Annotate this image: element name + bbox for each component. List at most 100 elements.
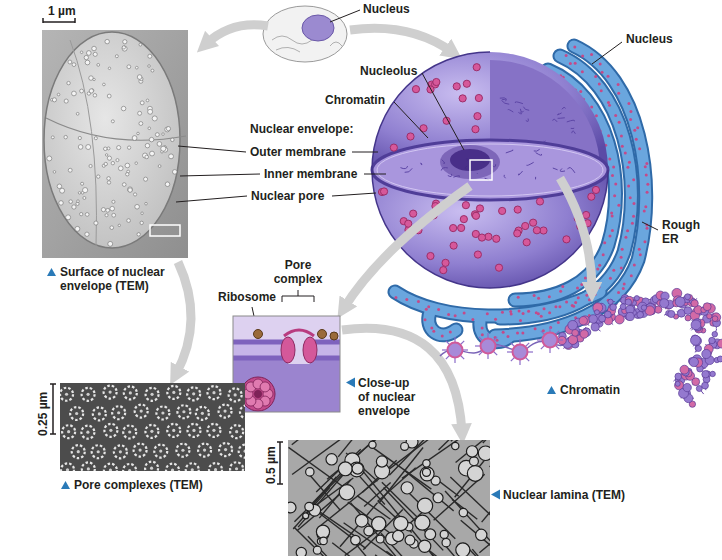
lamina-pore <box>320 537 328 545</box>
lamina-pore <box>401 482 413 494</box>
chromatin-strands <box>400 98 575 180</box>
lamina-filament <box>482 487 490 523</box>
lamina-pore <box>355 514 368 527</box>
lamina-pore <box>433 493 443 503</box>
lamina-pore <box>352 463 363 474</box>
scale-bar <box>50 384 56 434</box>
surface-pore <box>107 147 110 150</box>
surface-pore <box>140 101 144 105</box>
surface-pore <box>118 166 123 171</box>
caption-marker <box>547 386 556 394</box>
tem-background <box>288 440 490 556</box>
lamina-pore <box>459 508 467 516</box>
scale-bar-tick <box>50 383 56 385</box>
heading-label: Nuclear envelope: <box>250 122 353 136</box>
lamina-pore <box>326 454 337 465</box>
surface-pore <box>117 146 121 150</box>
lamina-pore <box>349 462 364 477</box>
lamina-pore <box>303 513 309 519</box>
surface-pore <box>103 83 106 86</box>
lamina-pore <box>313 546 321 554</box>
surface-pore <box>105 39 109 43</box>
er-ribosome <box>631 222 634 225</box>
nucleosome <box>695 345 701 351</box>
scale-bar-tick <box>42 18 44 23</box>
er-ribosome <box>643 209 646 212</box>
pore-center <box>223 409 226 412</box>
pore-ring <box>239 445 245 458</box>
pore-ring <box>187 387 200 400</box>
cell-outline <box>263 6 347 62</box>
er-cisterna <box>429 312 456 335</box>
nuclear-pore <box>407 133 414 140</box>
lamina-filament <box>375 555 422 556</box>
surface-pore <box>107 181 110 184</box>
er-ribosome <box>623 283 626 286</box>
er-ribosome <box>617 204 620 207</box>
nuclear-pore <box>380 188 387 195</box>
nucleosome <box>689 357 698 366</box>
nuclear-pore <box>514 206 521 213</box>
er-ribosome <box>394 296 397 299</box>
pore-ring <box>166 464 179 471</box>
nuclear-pore <box>390 144 397 151</box>
er-ribosome <box>594 293 597 296</box>
er-ribosome <box>597 286 600 289</box>
nucleosome <box>615 315 624 324</box>
er-ribosome <box>576 287 579 290</box>
pore-center <box>75 412 78 415</box>
er-ribosome <box>522 312 525 315</box>
er-ribosome <box>638 147 641 150</box>
er-ribosome <box>609 277 612 280</box>
leader-line <box>180 174 260 176</box>
er-ribosome <box>502 331 505 334</box>
er-ribosome <box>613 194 616 197</box>
surface-pore <box>127 146 130 149</box>
lamina-filament <box>386 551 453 556</box>
pore-ring <box>104 386 117 399</box>
nuclear-pore <box>427 252 434 259</box>
er-ribosome <box>607 75 610 78</box>
histone-core <box>543 333 558 348</box>
er-ribosome <box>548 311 551 314</box>
structure-label: Chromatin <box>325 93 385 107</box>
pore-ring <box>207 424 220 437</box>
er-ribosome <box>617 92 620 95</box>
nuclear-pore <box>410 210 417 217</box>
surface-pore <box>148 127 151 130</box>
er-ribosome <box>611 214 614 217</box>
pore-ring <box>154 445 167 458</box>
chromatin-strand <box>553 168 558 170</box>
surface-pore <box>84 55 88 59</box>
pore-center <box>235 467 238 470</box>
er-ribosome <box>633 263 636 266</box>
leader-line <box>352 152 378 153</box>
er-ribosome <box>447 313 450 316</box>
surface-pore <box>103 147 107 151</box>
nuclear-pore <box>450 242 457 249</box>
nucleosome <box>637 311 644 318</box>
surface-pore <box>83 196 86 199</box>
pore-ring <box>72 445 85 458</box>
scale-bar-line <box>52 384 54 434</box>
er-ribosome <box>629 196 632 199</box>
surface-pore <box>80 212 83 215</box>
leader-line <box>364 174 386 175</box>
nucleosome <box>568 335 577 344</box>
pore-center <box>172 391 175 394</box>
er-ribosome <box>607 101 610 104</box>
nucleosome <box>568 320 578 330</box>
leader-line <box>422 73 464 150</box>
lamina-filament <box>483 440 490 443</box>
er-ribosome <box>427 305 430 308</box>
lamina-pore <box>339 485 354 500</box>
nuclear-pore <box>523 239 530 246</box>
surface-pore <box>152 116 157 121</box>
tem-surface-image <box>42 30 188 258</box>
pore-center <box>109 469 112 471</box>
scale-label: 0.5 µm <box>264 446 278 484</box>
lamina-filament <box>351 457 408 527</box>
er-ribosome <box>486 312 489 315</box>
nucleosome <box>625 296 633 304</box>
surface-pore <box>157 142 162 147</box>
